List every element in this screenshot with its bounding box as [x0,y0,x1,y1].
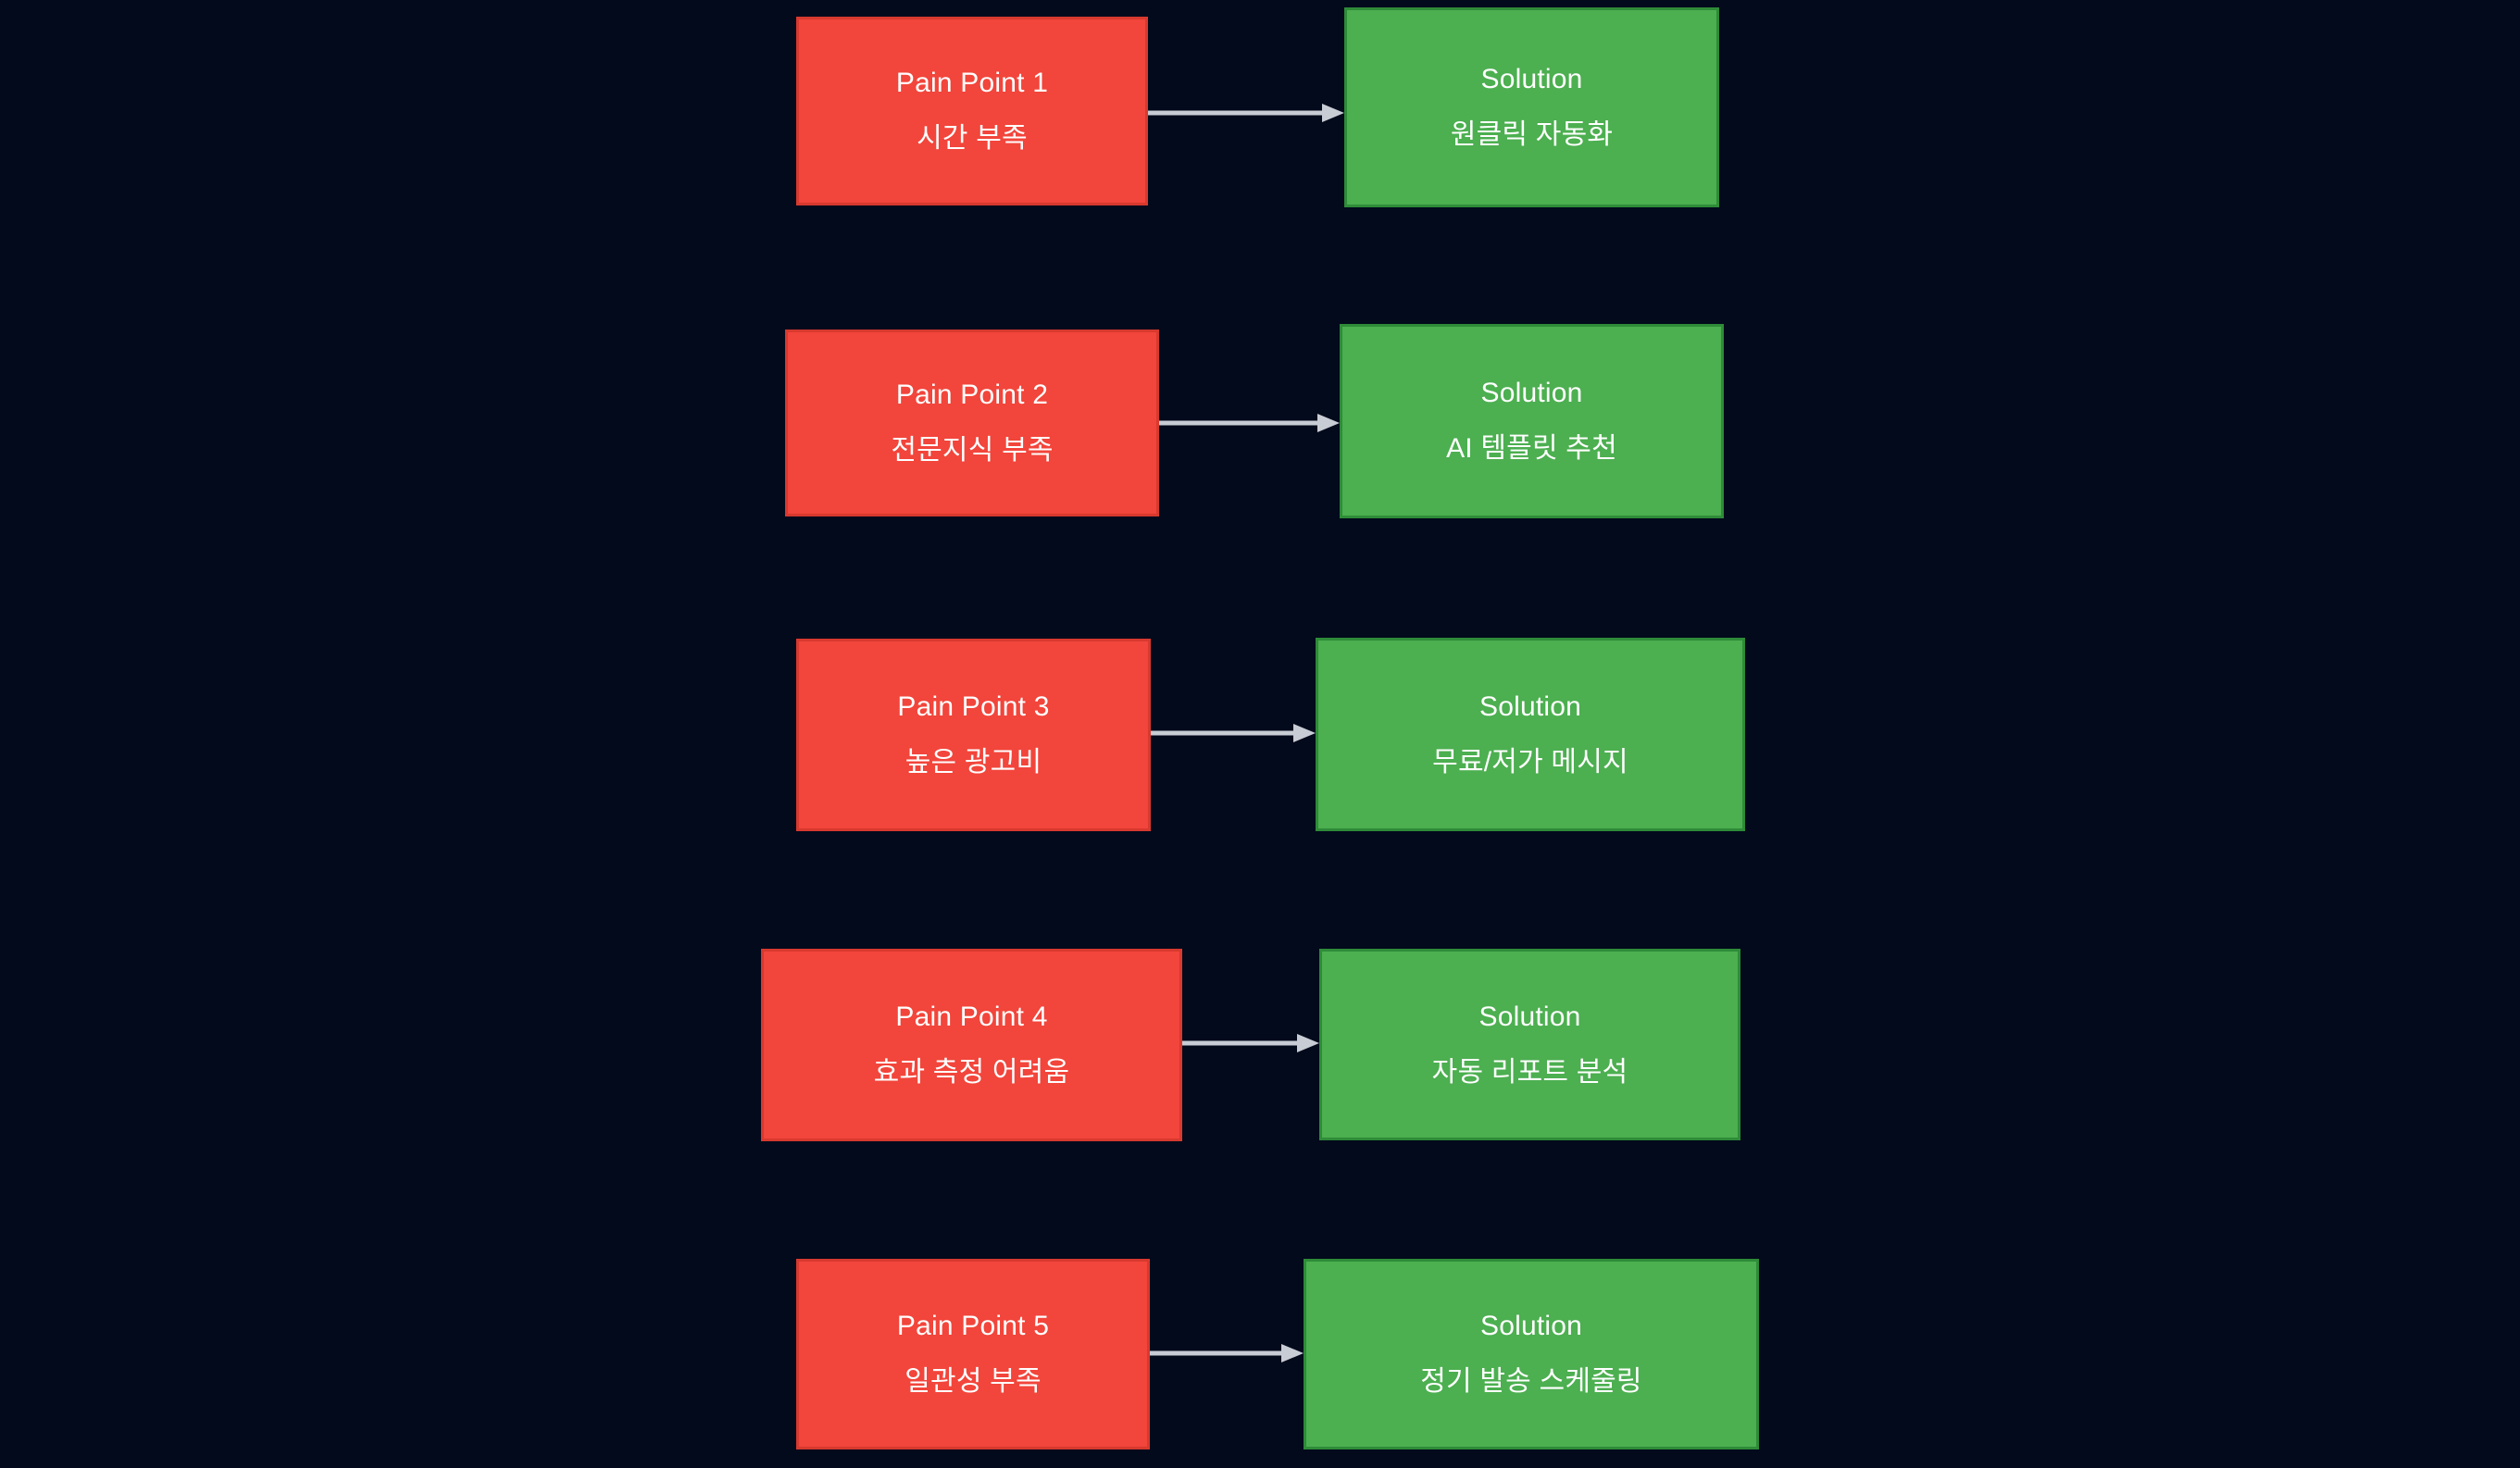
pain-point-node-4-detail: 효과 측정 어려움 [873,1057,1070,1088]
flow-arrow-3 [1151,722,1316,744]
flow-row-5: Pain Point 5 일관성 부족 Solution 정기 발송 스케줄링 [0,1250,2520,1468]
pain-point-node-5-title: Pain Point 5 [896,1311,1050,1341]
pain-point-node-2-detail: 전문지식 부족 [891,435,1054,466]
flow-arrow-5 [1150,1342,1304,1364]
solution-node-1-title: Solution [1480,64,1583,94]
flow-arrow-1 [1148,102,1344,124]
solution-node-5[interactable]: Solution 정기 발송 스케줄링 [1304,1259,1759,1449]
solution-node-4-title: Solution [1478,1001,1581,1032]
pain-point-node-4[interactable]: Pain Point 4 효과 측정 어려움 [761,949,1182,1141]
pain-point-node-3[interactable]: Pain Point 3 높은 광고비 [796,639,1151,831]
solution-node-2[interactable]: Solution AI 템플릿 추천 [1340,324,1724,518]
flow-arrow-2 [1159,412,1340,434]
solution-node-1-detail: 원클릭 자동화 [1450,119,1614,150]
pain-point-node-3-detail: 높은 광고비 [904,747,1042,778]
solution-node-1[interactable]: Solution 원클릭 자동화 [1344,7,1719,207]
pain-point-node-2-title: Pain Point 2 [895,379,1049,410]
solution-node-4-detail: 자동 리포트 분석 [1431,1056,1628,1088]
pain-point-node-1-title: Pain Point 1 [895,68,1049,98]
flow-arrow-4 [1182,1032,1319,1054]
pain-point-node-1[interactable]: Pain Point 1 시간 부족 [796,17,1148,205]
solution-node-3-detail: 무료/저가 메시지 [1432,746,1628,778]
solution-node-2-title: Solution [1480,378,1583,408]
pain-point-node-2[interactable]: Pain Point 2 전문지식 부족 [785,330,1159,516]
solution-node-4[interactable]: Solution 자동 리포트 분석 [1319,949,1740,1140]
pain-point-node-3-title: Pain Point 3 [897,691,1050,722]
pain-point-node-5-detail: 일관성 부족 [904,1366,1042,1397]
solution-node-2-detail: AI 템플릿 추천 [1446,433,1617,464]
flow-row-1: Pain Point 1 시간 부족 Solution 원클릭 자동화 [0,0,2520,222]
solution-node-5-detail: 정기 발송 스케줄링 [1420,1366,1642,1397]
flow-row-3: Pain Point 3 높은 광고비 Solution 무료/저가 메시지 [0,629,2520,852]
solution-node-3[interactable]: Solution 무료/저가 메시지 [1316,638,1745,831]
pain-point-node-1-detail: 시간 부족 [917,123,1028,154]
solution-node-5-title: Solution [1479,1311,1582,1341]
flow-row-4: Pain Point 4 효과 측정 어려움 Solution 자동 리포트 분… [0,944,2520,1166]
solution-node-3-title: Solution [1478,690,1581,722]
flow-row-2: Pain Point 2 전문지식 부족 Solution AI 템플릿 추천 [0,315,2520,537]
pain-point-node-4-title: Pain Point 4 [895,1001,1048,1032]
pain-point-node-5[interactable]: Pain Point 5 일관성 부족 [796,1259,1150,1449]
